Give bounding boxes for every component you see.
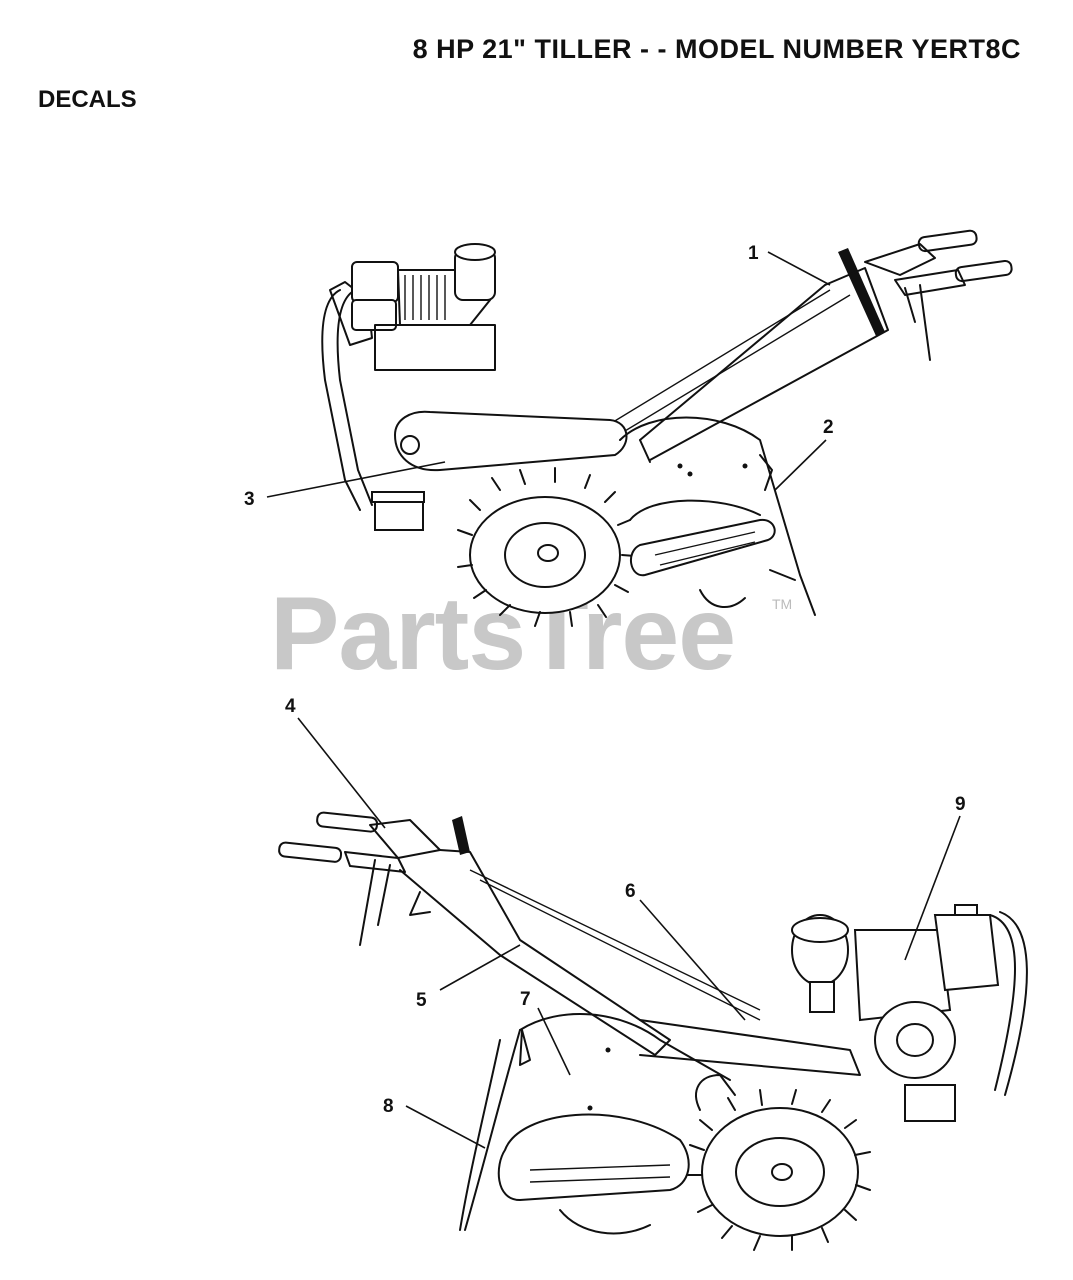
- callout-4: 4: [285, 696, 296, 717]
- page-title: 8 HP 21" TILLER - - MODEL NUMBER YERT8C: [412, 34, 1021, 64]
- callout-9: 9: [955, 794, 966, 815]
- watermark-tm: TM: [772, 596, 793, 612]
- callout-6: 6: [625, 881, 636, 902]
- section-title: DECALS: [38, 86, 137, 113]
- bottom-tiller-drawing: [278, 811, 1028, 1251]
- top-tiller-drawing: [321, 229, 1013, 627]
- callout-5: 5: [416, 990, 427, 1011]
- callout-1: 1: [748, 243, 759, 264]
- callout-leaders: [266, 251, 961, 1149]
- callout-8: 8: [383, 1096, 394, 1117]
- callout-7: 7: [520, 989, 531, 1010]
- callout-2: 2: [823, 417, 834, 438]
- callout-3: 3: [244, 489, 255, 510]
